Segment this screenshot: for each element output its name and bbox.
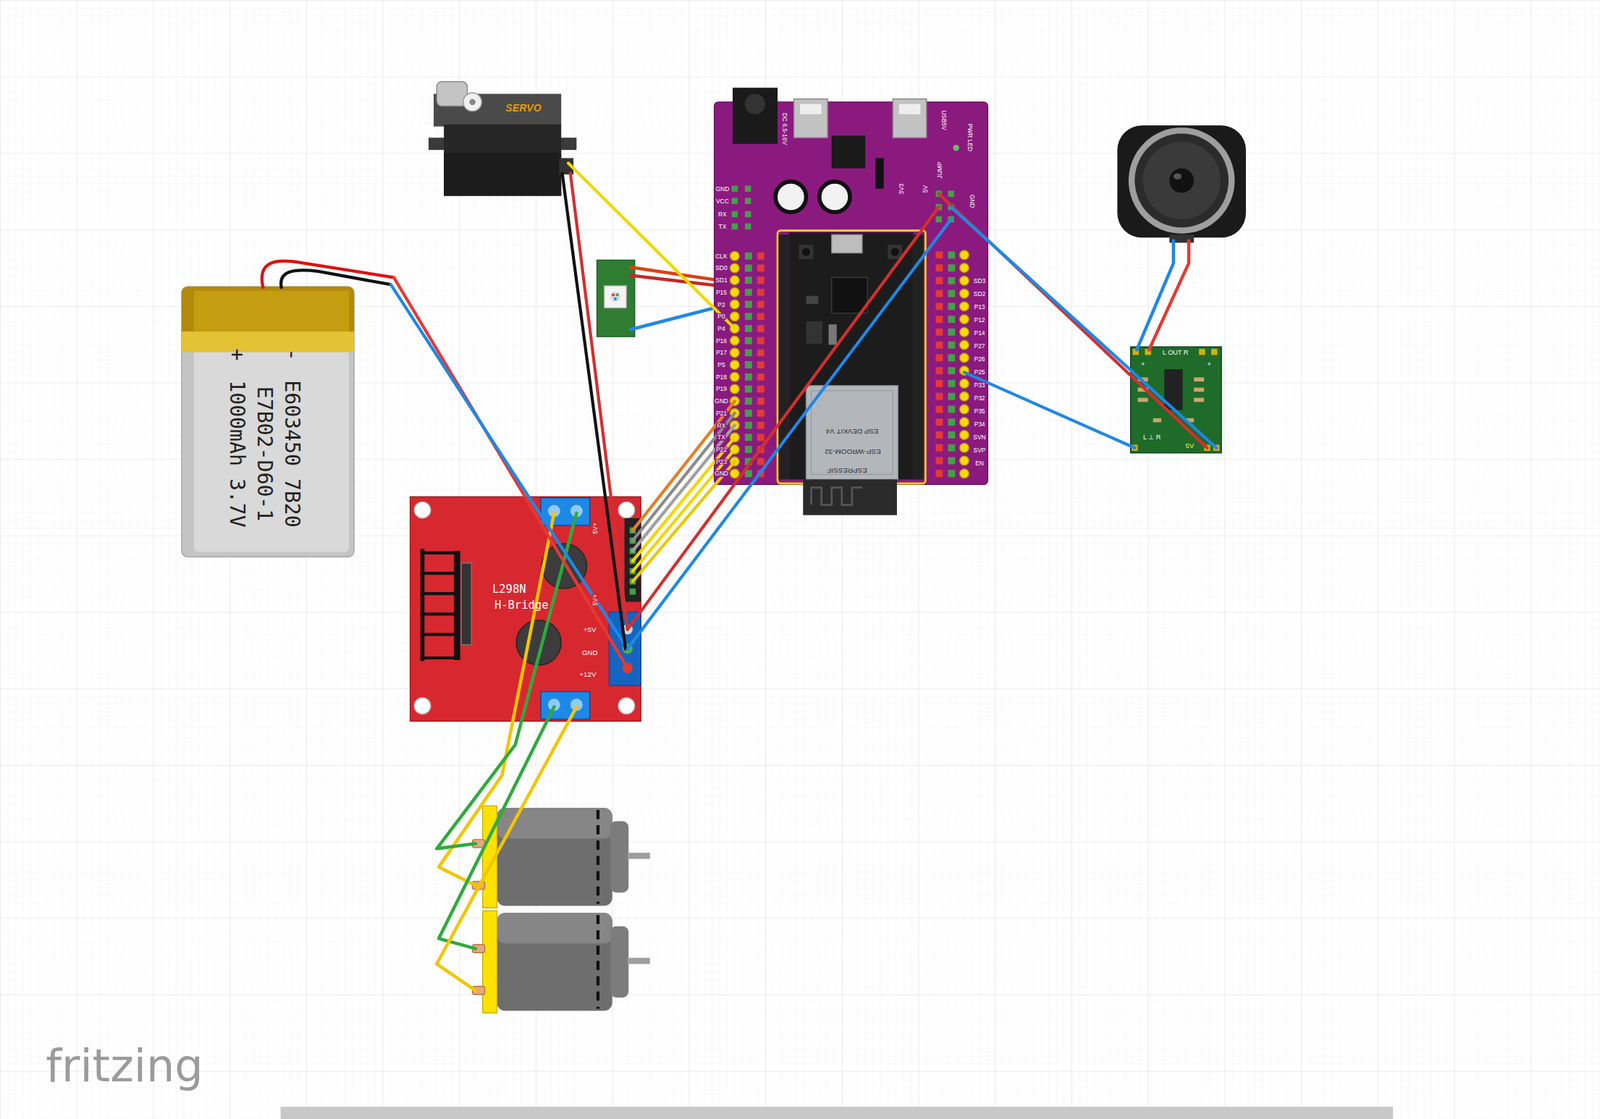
pin-label: SVN [972,434,987,441]
pin-label: P18 [715,374,728,381]
polarity-mark: + [1206,360,1212,368]
motor-driver: L298N H-Bridge 5V+ 5V+ +5V GND +12V [408,495,643,724]
esp32-shield: GND VCC RX TX DC 6.5-16V 3V3 5V JUMP USB5V PWR LE… [712,85,990,487]
esp32-devkit-board [788,232,913,515]
wire [568,162,735,328]
wire [562,173,626,650]
pin-label: P26 [973,356,987,362]
pin-label: P35 [973,408,987,415]
pin-label: GND [969,193,976,209]
pin-label: P0 [716,313,726,320]
module-label: ESP-WROOM-32 [825,448,882,456]
pin-label: 5V [1184,442,1195,450]
power-label: DC 6.5-16V [781,112,788,145]
wire [393,277,628,669]
board-title: H-Bridge [494,600,549,612]
speaker [1117,125,1246,350]
pin-label: P23 [715,458,728,465]
scrollbar [280,1106,1393,1119]
pin-label: RX [716,422,727,428]
wire [632,437,735,562]
pin-label: P14 [973,330,987,336]
servo-motor: SERVO [428,79,577,197]
pin-label: VCC [715,197,730,204]
wire [627,207,940,630]
pin-label: P32 [973,395,987,402]
wire [632,425,735,551]
dc-motors [472,805,651,1013]
pin-label: SD1 [714,277,728,284]
pin-label: SD0 [714,264,728,271]
pin-label: USB5V [940,110,947,131]
pin-label: EN [974,460,985,467]
wire [627,219,952,649]
servo-label: SERVO [505,102,541,113]
pin-label: 5V+ [591,593,598,606]
servo-body [428,81,577,197]
pin-label: P27 [973,343,987,349]
battery-body [181,261,394,558]
pin-label: +5V [582,626,598,634]
board-title: L298N [492,584,527,596]
polarity-mark: + [1140,360,1147,368]
pin-label: SD2 [973,290,987,297]
pin-label: P13 [973,303,987,310]
pin-label: P16 [715,337,728,344]
wire [632,461,735,583]
led-label: PWR LED [967,123,974,152]
motor-wires [436,513,577,992]
pin-label: RX [717,211,728,218]
battery-label: E603450 7B20 [281,380,302,528]
battery-label: E7B02-D60-1 [254,386,275,522]
pin-label: P17 [715,349,728,356]
esp32-shield-board [714,87,989,485]
amplifier-board [1130,346,1222,454]
pin-label: L ⊥ R [1142,434,1162,441]
pin-label: P5 [716,361,726,368]
l298n-board [410,496,642,722]
audio-amplifier: L OUT R + + L ⊥ R 5V [1128,344,1224,455]
lipo-battery: - E603450 7B20 E7B02-D60-1 +1000mAh 3.7V [181,253,404,558]
module-label: ESP DEVKIT V4 [826,427,879,436]
pin-label: P19 [715,385,728,392]
polarity-mark: - [281,348,302,362]
pin-label: P21 [715,410,728,417]
pin-label: P25 [973,369,987,376]
polarity-mark: + [226,348,247,362]
pin-label: 5V [922,185,929,193]
pin-label: GND [713,398,730,404]
pin-label: GND [713,470,730,477]
battery-label: 1000mAh 3.7V [226,380,247,528]
esp32-devkit: ESP DEVKIT V4 ESP-WROOM-32ESPRESSIF [778,230,926,517]
pin-label: P22 [715,446,728,453]
pin-label: 5V+ [591,521,598,535]
pin-label: P4 [716,325,726,332]
wire [964,372,1135,448]
pin-label: TX [716,434,727,441]
pin-label: P33 [973,382,987,389]
watermark: fritzing [45,1043,203,1089]
pin-label: P2 [716,301,726,307]
pin-label: JUMP [936,162,943,179]
pin-label: CLK [714,253,728,260]
pin-label: GND [581,649,599,657]
pin-label: P34 [973,421,987,428]
pin-label: TX [717,223,727,230]
wire [570,173,628,630]
pin-label: 3V3 [897,183,904,195]
pin-label: SD3 [973,277,987,284]
pin-label: GND [715,186,731,192]
pin-label: P15 [715,289,728,296]
pin-label: SVP [973,447,987,454]
pin-label: +12V [578,671,597,679]
pin-label: P12 [973,316,987,323]
wire [951,207,1217,449]
module-label: ESPRESSIF [826,466,867,475]
pin-label: L OUT R [1161,349,1190,357]
